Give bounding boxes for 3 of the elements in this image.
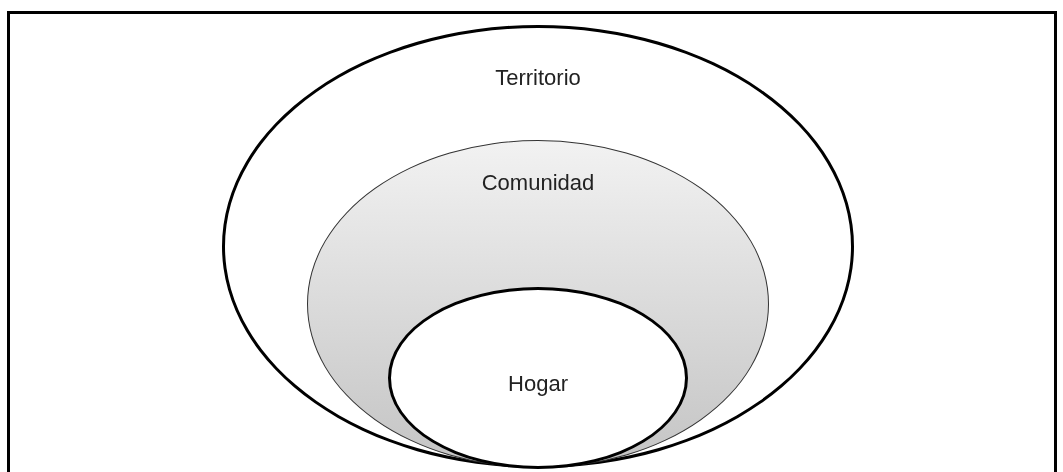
- node-label: Territorio: [495, 64, 581, 92]
- node-label: Hogar: [508, 370, 568, 398]
- node-label: Comunidad: [481, 169, 595, 197]
